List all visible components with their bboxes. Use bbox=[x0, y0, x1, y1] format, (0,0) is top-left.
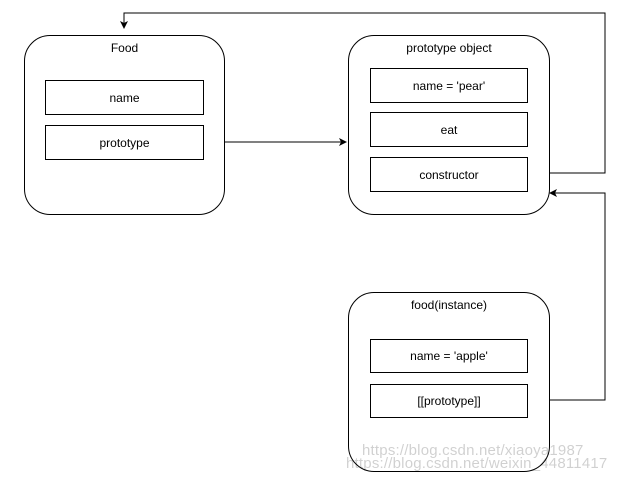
instance-name-field: name = 'apple' bbox=[370, 339, 528, 373]
instance-proto-field: [[prototype]] bbox=[370, 384, 528, 418]
watermark-1: https://blog.csdn.net/xiaoya1987 bbox=[362, 442, 584, 459]
instance-title: food(instance) bbox=[410, 298, 488, 312]
prototype-object-title: prototype object bbox=[406, 41, 492, 55]
prototype-constructor-field: constructor bbox=[370, 157, 528, 192]
food-container: Food name prototype bbox=[24, 35, 225, 215]
prototype-object-container: prototype object name = 'pear' eat const… bbox=[348, 35, 550, 215]
watermark-2: https://blog.csdn.net/weixin_44811417 bbox=[346, 455, 608, 472]
prototype-name-field: name = 'pear' bbox=[370, 68, 528, 103]
food-prototype-field: prototype bbox=[45, 125, 204, 160]
constructor-to-food-arrow bbox=[120, 12, 606, 174]
food-title: Food bbox=[110, 41, 139, 55]
prototype-eat-field: eat bbox=[370, 112, 528, 147]
instance-container: food(instance) name = 'apple' [[prototyp… bbox=[348, 292, 550, 472]
food-name-field: name bbox=[45, 80, 204, 115]
instance-proto-to-object-arrow bbox=[527, 189, 606, 401]
